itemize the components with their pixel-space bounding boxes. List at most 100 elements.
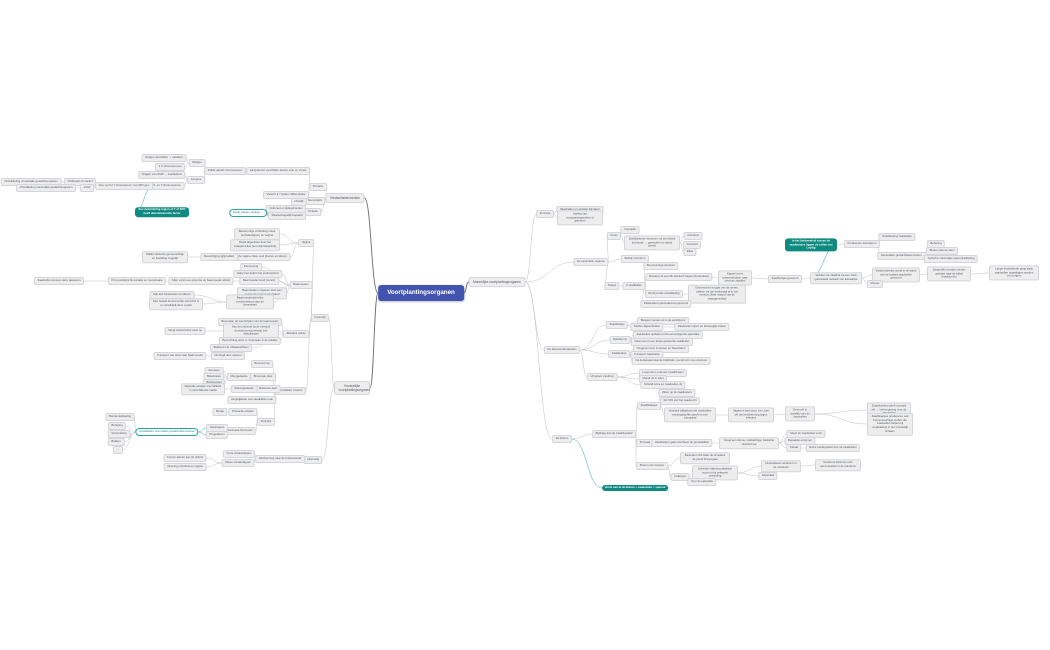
mindmap-node-97[interactable]: Zaadbuisjes gevormd (768, 275, 802, 283)
mindmap-node-51[interactable]: Bekleed met trilhaarepitheel (210, 344, 252, 352)
mindmap-node-67[interactable]: Aanmaak hormonen (223, 427, 257, 435)
mindmap-node-17[interactable]: actief (80, 184, 94, 192)
mindmap-node-140[interactable]: Zaadleiders gaan doorheen de prostaatkli… (651, 439, 713, 447)
mindmap-node-116[interactable]: Stoffen afgescheiden (630, 323, 664, 331)
mindmap-node-145[interactable]: Extra voedingsstof voor de zaadcellen (805, 444, 861, 452)
mindmap-node-62[interactable]: Rijpende eicellen met follikels in versc… (181, 383, 225, 395)
mindmap-node-153[interactable]: Voorkomt afsterven van spermacellen in d… (815, 459, 861, 471)
mindmap-node-84[interactable]: De essentiële organen (573, 258, 609, 266)
mindmap-node-21[interactable]: Vanaf 6 à 7 weken differentiatie (262, 191, 310, 199)
mindmap-node-114[interactable]: Zaadbuisjes (605, 321, 629, 329)
mindmap-node-14[interactable]: X- en Y-chromosomen (149, 182, 185, 190)
mindmap-node-42[interactable]: Zaadcellen kunnen deze passeren (34, 277, 84, 285)
mindmap-node-85[interactable]: Penis (606, 232, 622, 240)
mindmap-node-19[interactable]: Ontwikkeling mannelijke geslachtsorganen (15, 184, 77, 192)
mindmap-node-86[interactable]: Copulatie (620, 226, 640, 234)
mindmap-node-63[interactable]: Vergelijkbaar met zaadballen man (227, 396, 277, 404)
mindmap-node-133[interactable]: 60-70% van het zaadvocht (659, 397, 701, 405)
mindmap-node-100[interactable]: Meiose (866, 280, 884, 288)
mindmap-node-64[interactable]: Functies (257, 418, 275, 426)
mindmap-node-138[interactable]: Zaadblaasjes produceren ook hormoonachti… (867, 412, 913, 436)
mindmap-node-135[interactable]: Vagina is heel zuur, een zure pH als bes… (728, 407, 774, 423)
mindmap-node-65[interactable]: Productie eicellen (228, 408, 258, 416)
mindmap-node-30[interactable]: Eileiders (tuba) (283, 330, 309, 338)
mindmap-node-95[interactable]: Rondom zit een dik elastisch kapsel (bui… (645, 273, 713, 281)
mindmap-node-9[interactable]: Meisjes (188, 159, 206, 167)
mindmap-node-40[interactable]: Slijm vormt een prop die de baarmoeder a… (168, 277, 234, 285)
mindmap-node-73[interactable]: Vetverdeling (107, 430, 131, 438)
mindmap-node-81[interactable]: Functies (536, 210, 554, 218)
mindmap-node-87[interactable]: Zwellichamen (stromen vol met bloed bij … (624, 235, 680, 251)
mindmap-node-83[interactable]: Aanleg van voortplantingscellen of gamet… (557, 210, 603, 226)
mindmap-node-102[interactable]: Lange kronkelende gang waar zaadcellen o… (989, 265, 1039, 281)
mindmap-node-105[interactable]: Zaadcellen (spermatozoa) gevormd (640, 300, 692, 308)
mindmap-node-4[interactable]: Primaire (309, 183, 327, 191)
mindmap-node-117[interactable]: Zaadcellen rijpen en beweeglijk maken (674, 323, 730, 331)
mindmap-node-33[interactable]: Deels afgesloten door het maagdenvlies (… (230, 239, 280, 251)
mindmap-node-129[interactable]: De klieren (552, 435, 572, 443)
mindmap-node-101[interactable]: Zaadcellen worden verder geduwd naar de … (927, 266, 971, 282)
mindmap-node-69[interactable]: Progesteron (205, 431, 229, 439)
mindmap-node-103[interactable]: Embryonale ontwikkeling (644, 290, 684, 298)
mindmap-node-20[interactable]: Sex determining region of Y of SRY heeft… (135, 207, 189, 217)
mindmap-node-39[interactable]: Baarmoedermond (cervix) (239, 277, 279, 285)
mindmap-node-113[interactable]: De afvoerende kanalen (543, 346, 581, 354)
mindmap-node-150[interactable]: Voor de ejaculatie (687, 478, 717, 486)
mindmap-node-141[interactable]: Voegt een dunne, melkachtige, basische v… (719, 437, 779, 449)
mindmap-node-2[interactable]: Geslachtskenmerken (325, 193, 365, 203)
mindmap-node-15[interactable]: Gen op het Y-chromosoom: het SRY-gen (95, 182, 153, 190)
mindmap-node-77[interactable]: Grote schaamlippen (222, 450, 256, 458)
mindmap-node-108[interactable]: Ontwikkeling zaadcellen (878, 233, 916, 241)
mindmap-node-13[interactable]: Dragen van Wolff → zaadleiders (138, 171, 186, 179)
mindmap-node-10[interactable]: Dragen van Müller → eileiders (141, 154, 187, 162)
mindmap-node-131[interactable]: Zaadblaasjes (637, 402, 661, 410)
mindmap-node-125[interactable]: Urinebuis (urethra) (586, 373, 618, 381)
mindmap-node-29[interactable]: Baarmoeder (289, 281, 313, 289)
mindmap-node-35[interactable]: Bevochtiging (glijmiddel) (200, 253, 238, 261)
mindmap-node-55[interactable]: Binnenste deel (250, 373, 276, 381)
mindmap-node-66[interactable]: Meisje (212, 408, 228, 416)
mindmap-node-88[interactable]: Urinebuis (683, 232, 703, 240)
mindmap-node-121[interactable]: Zaadleiders (608, 350, 630, 358)
mindmap-node-107[interactable]: Produceren testosteron (843, 240, 881, 248)
mindmap-node-152[interactable]: Glijmiddel (758, 472, 778, 480)
mindmap-node-134[interactable]: Vloeistof (alkalisch) die zaadcellen voe… (664, 407, 716, 423)
mindmap-node-111[interactable]: Breken van de stem (925, 247, 959, 255)
mindmap-node-74[interactable]: Bekken (107, 438, 125, 446)
mindmap-node-46[interactable]: Hier nestelt de bevruchte eicel zich in … (149, 298, 203, 310)
mindmap-node-26[interactable]: Inwendig (310, 314, 330, 322)
mindmap-node-61[interactable]: Schorsgedeelte (230, 385, 258, 393)
mindmap-node-3[interactable]: Vrouwelijke voortplantingsorganen (334, 381, 370, 395)
mindmap-node-78[interactable]: Kleine schaamlippen (221, 459, 255, 467)
mindmap-node-93[interactable]: 2 zaadballen (622, 282, 646, 290)
mindmap-node-144[interactable]: Citraat (786, 444, 802, 452)
mindmap-node-11[interactable]: 2 X-chromosomen (154, 163, 186, 171)
mindmap-node-71[interactable]: Borstontwikkeling (105, 413, 135, 421)
mindmap-node-75[interactable]: … (113, 446, 123, 454)
mindmap-node-54[interactable]: Boonvormig (250, 360, 274, 368)
mindmap-node-118[interactable]: Epididymis (609, 336, 631, 344)
mindmap-node-12[interactable]: Jongens (187, 176, 205, 184)
mindmap-node-53[interactable]: Transport van eicel naar baarmoeder (153, 352, 207, 360)
mindmap-node-94[interactable]: Boonvormige structuur (643, 262, 679, 270)
mindmap-node-104[interactable]: Gevormd ter hoogte van de nieren, zakken… (688, 284, 746, 304)
mindmap-node-148[interactable]: 2 kliertjes (670, 473, 690, 481)
mindmap-node-60[interactable]: Buitenste deel (255, 385, 281, 393)
mindmap-node-28[interactable]: Vagina (298, 239, 314, 247)
mindmap-node-44[interactable]: Baarmoederslijmvlies (endometrium) aan d… (226, 294, 274, 310)
mindmap-node-136[interactable]: Deze pH is dodelijk voor de zaadcellen (785, 406, 815, 422)
mindmap-node-146[interactable]: Klieren van Cowper (636, 462, 668, 470)
mindmap-node-36[interactable]: Maakt seksuele gemeenschap en bevalling … (142, 251, 188, 263)
mindmap-node-27[interactable]: Uitwendig (303, 456, 323, 464)
mindmap-node-91[interactable]: Balzak (scrotum) (620, 255, 650, 263)
mindmap-node-128[interactable]: Scheidt urine en zaadcellen uit (640, 381, 686, 389)
mindmap-node-96[interactable]: Kapsel vormt tussenschotten naar centrum… (718, 270, 752, 286)
mindmap-node-1[interactable]: Mannelijke voortplantingsorganen (468, 277, 526, 287)
mindmap-node-52[interactable]: Omringd door spieren (210, 352, 246, 360)
mindmap-node-25[interactable]: Kledij, kapsel, gedrag … (229, 209, 267, 217)
mindmap-node-49[interactable]: Vangt onbevruchte eicel op (164, 327, 206, 335)
mindmap-node-124[interactable]: Via lieskanaal naar de buikholte, mondt … (631, 357, 711, 365)
mindmap-node-7[interactable]: Aangeboren verschillen tussen man en vro… (246, 167, 310, 175)
mindmap-node-24[interactable]: Maatschappelijk bepaald (268, 212, 306, 220)
mindmap-node-56[interactable]: Merggedeelte (226, 373, 252, 381)
